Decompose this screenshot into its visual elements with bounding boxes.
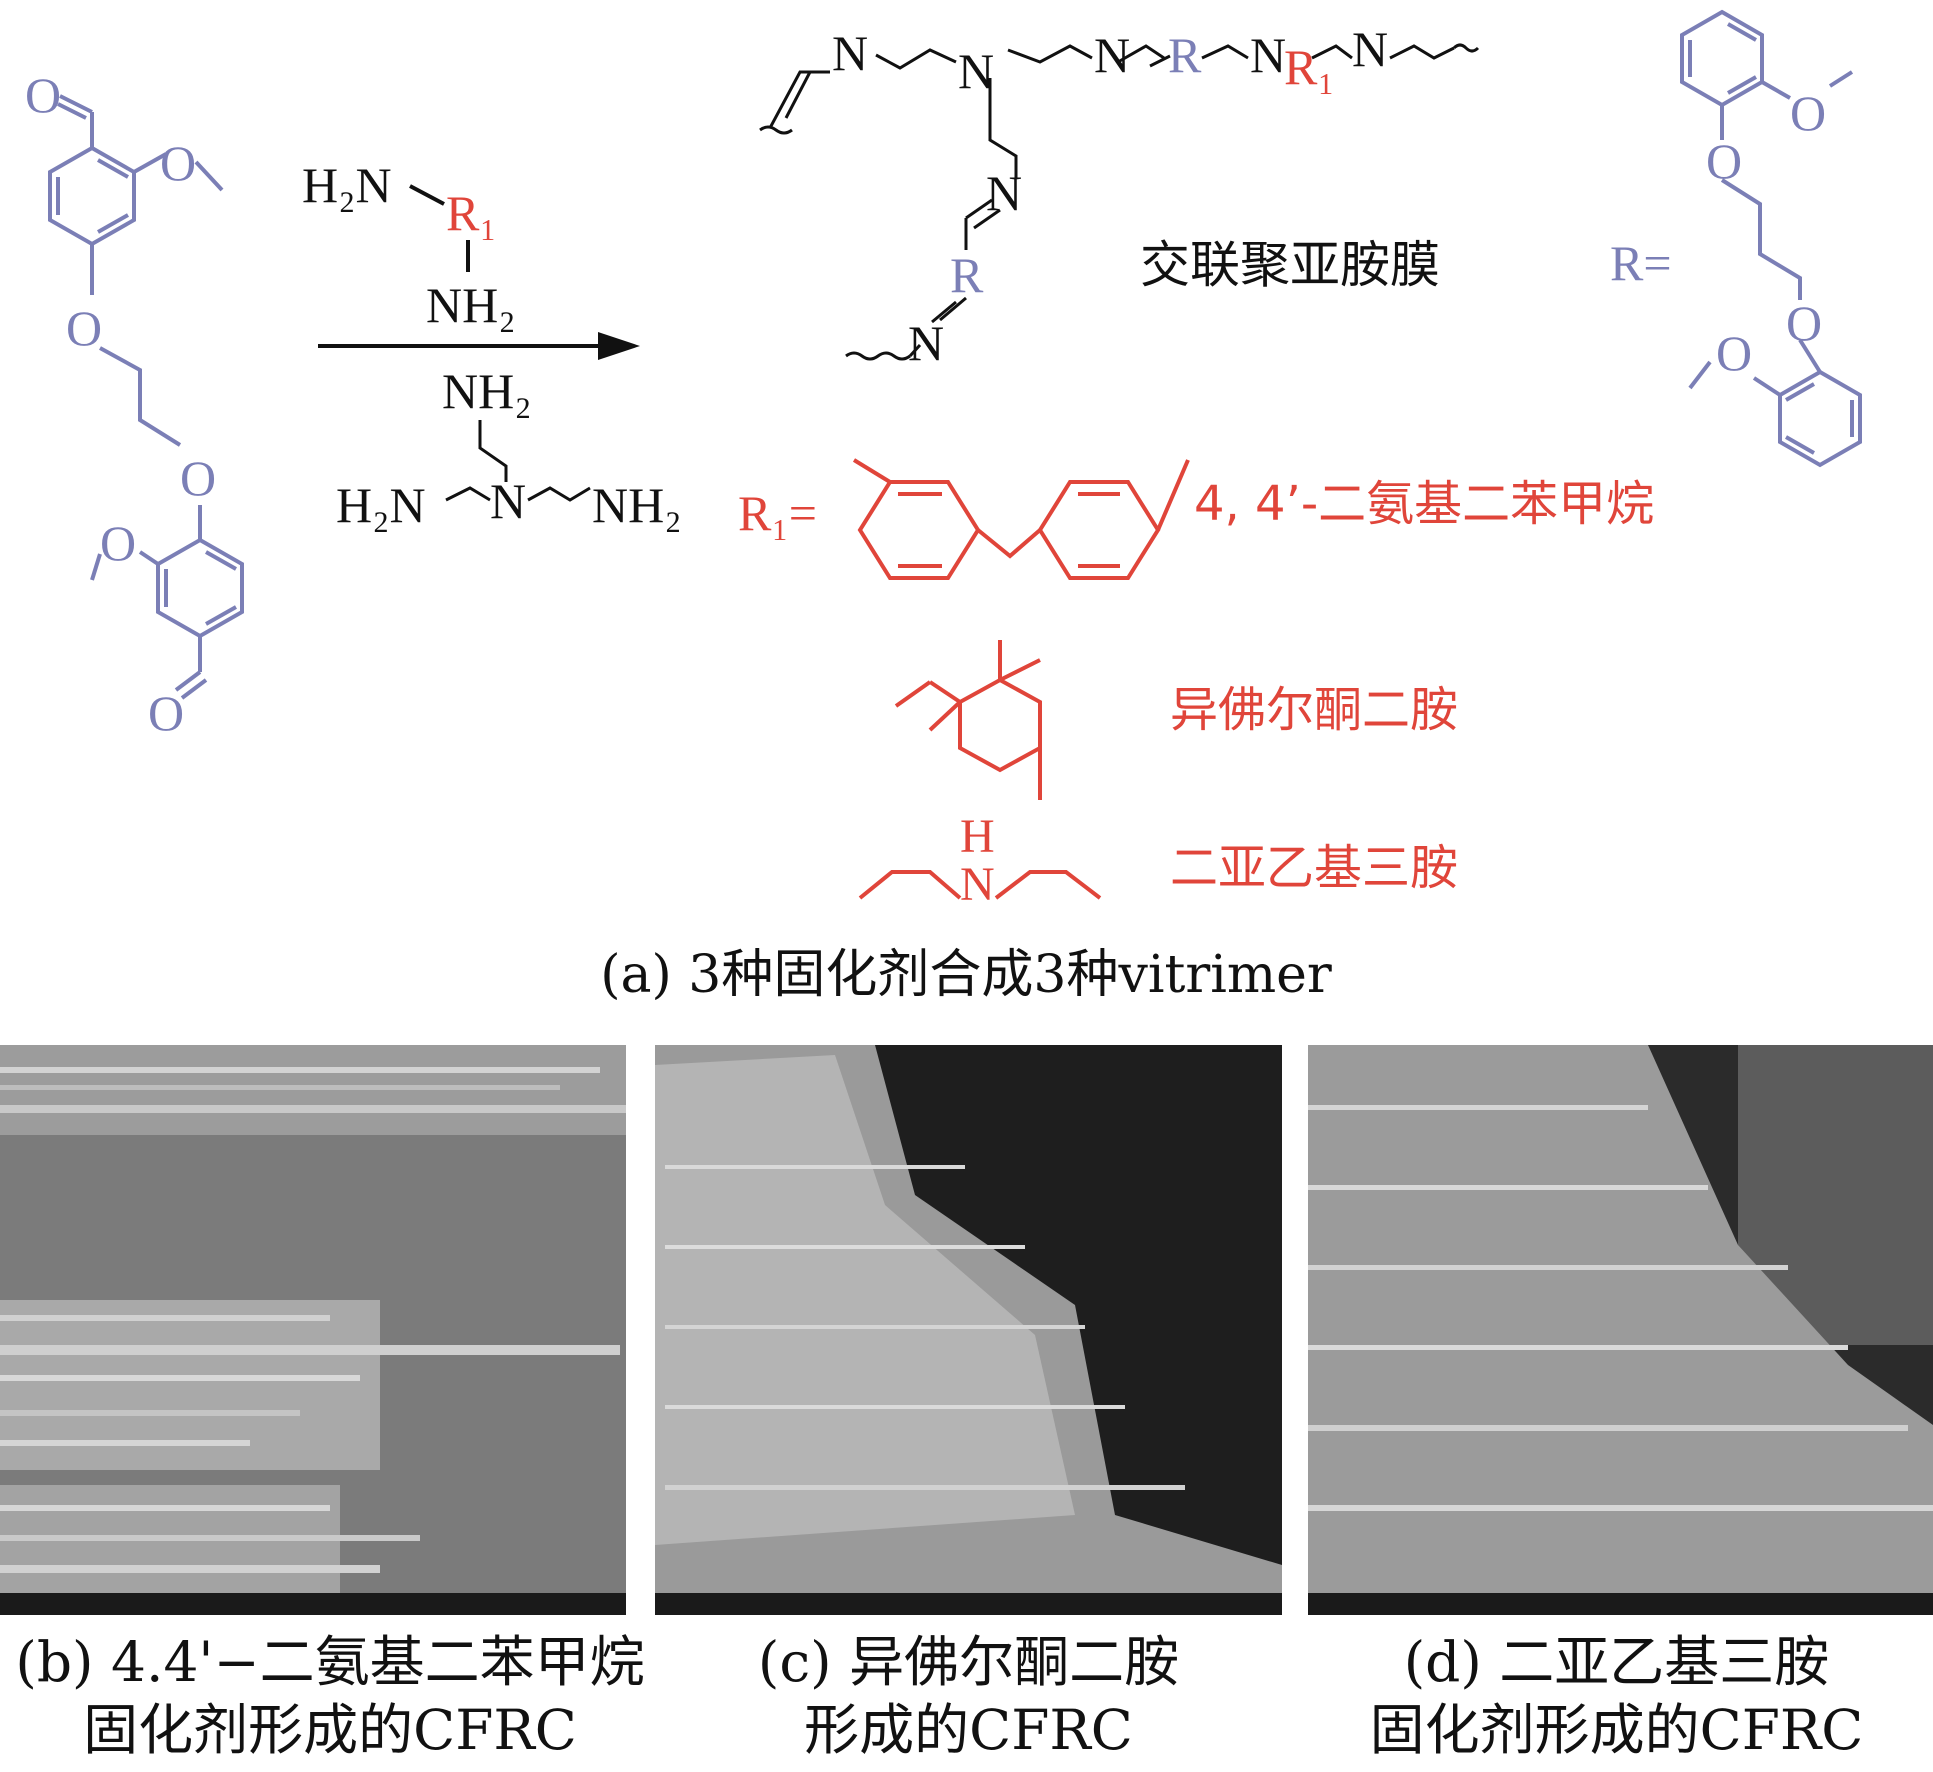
dialdehyde-monomer — [48, 94, 244, 700]
triamine-nh2-right: NH₂ — [592, 477, 682, 533]
reagent-nh2: NH₂ — [426, 277, 516, 333]
sem-c-graphic — [655, 1045, 1282, 1615]
caption-d: (d) 二亚乙基三胺 固化剂形成的CFRC — [1300, 1628, 1933, 1764]
sem-image-c — [655, 1045, 1282, 1615]
polymer-n-2: N — [958, 43, 994, 99]
atom-o-ether-bottom: O — [180, 450, 216, 506]
triamine-reagent: NH₂ H₂N N NH₂ — [336, 363, 682, 533]
sem-image-d — [1308, 1045, 1933, 1615]
r1-deta-structure — [858, 870, 1102, 900]
diamine-reagent: H₂N R₁ NH₂ — [302, 157, 516, 333]
r1-option-deta: 二亚乙基三胺 — [1170, 840, 1458, 896]
atom-o-methoxy-top: O — [160, 135, 196, 191]
r1-ipda-structure — [894, 640, 1042, 800]
r-definition-label: R= — [1610, 235, 1672, 291]
polymer-network — [759, 43, 1480, 361]
r-structure — [1680, 9, 1862, 468]
triamine-h2n-left: H₂N — [336, 477, 426, 533]
polymer-n-1: N — [832, 25, 868, 81]
atom-o-ether-top: O — [66, 300, 102, 356]
polymer-r-2: R — [950, 247, 984, 303]
r1-deta-h: H — [960, 810, 995, 863]
polymer-n-7: N — [908, 315, 944, 371]
polymer-n-6: N — [986, 165, 1022, 221]
atom-o-aldehyde-bottom: O — [148, 685, 184, 741]
reaction-arrow-head — [598, 332, 640, 360]
polymer-n-5: N — [1352, 21, 1388, 77]
polymer-r-1: R — [1168, 27, 1202, 83]
caption-b-line2: 固化剂形成的CFRC — [83, 1698, 577, 1762]
atom-o-aldehyde-top: O — [25, 67, 61, 123]
r1-deta-n: N — [960, 858, 995, 911]
caption-b: (b) 4.4'−二氨基二苯甲烷 固化剂形成的CFRC — [0, 1628, 660, 1764]
polymer-n-3: N — [1094, 27, 1130, 83]
atom-o-methoxy-bottom: O — [100, 515, 136, 571]
reagent-h2n: H₂N — [302, 157, 392, 213]
sem-d-graphic — [1308, 1045, 1933, 1615]
r-atom-o-3: O — [1786, 295, 1822, 351]
caption-a: (a) 3种固化剂合成3种vitrimer — [600, 945, 1332, 1000]
sem-b-graphic — [0, 1045, 626, 1615]
polymer-film-name: 交联聚亚胺膜 — [1140, 236, 1440, 294]
caption-c: (c) 异佛尔酮二胺 形成的CFRC — [655, 1628, 1282, 1764]
caption-c-line2: 形成的CFRC — [804, 1698, 1133, 1762]
caption-c-line1: (c) 异佛尔酮二胺 — [757, 1630, 1180, 1694]
r1-mda-structure — [852, 458, 1190, 580]
r-atom-o-2: O — [1706, 133, 1742, 189]
r1-option-mda: 4, 4’-二氨基二苯甲烷 — [1194, 476, 1654, 532]
triamine-n-center: N — [490, 473, 526, 529]
r1-option-ipda: 异佛尔酮二胺 — [1170, 682, 1458, 738]
reaction-scheme: O O O O O O H₂N R₁ NH₂ NH₂ H₂N N NH₂ — [25, 9, 1862, 1000]
r1-definition-label: R₁= — [738, 485, 817, 541]
caption-d-line2: 固化剂形成的CFRC — [1369, 1698, 1864, 1762]
sem-image-b — [0, 1045, 626, 1615]
polymer-r1: R₁ — [1284, 39, 1335, 95]
reagent-r1: R₁ — [446, 185, 497, 241]
caption-d-line1: (d) 二亚乙基三胺 — [1403, 1630, 1830, 1694]
caption-b-line1: (b) 4.4'−二氨基二苯甲烷 — [15, 1630, 645, 1694]
triamine-nh2-top: NH₂ — [442, 363, 532, 419]
r-atom-o-4: O — [1716, 325, 1752, 381]
r-atom-o-1: O — [1790, 85, 1826, 141]
polymer-n-4: N — [1250, 27, 1286, 83]
